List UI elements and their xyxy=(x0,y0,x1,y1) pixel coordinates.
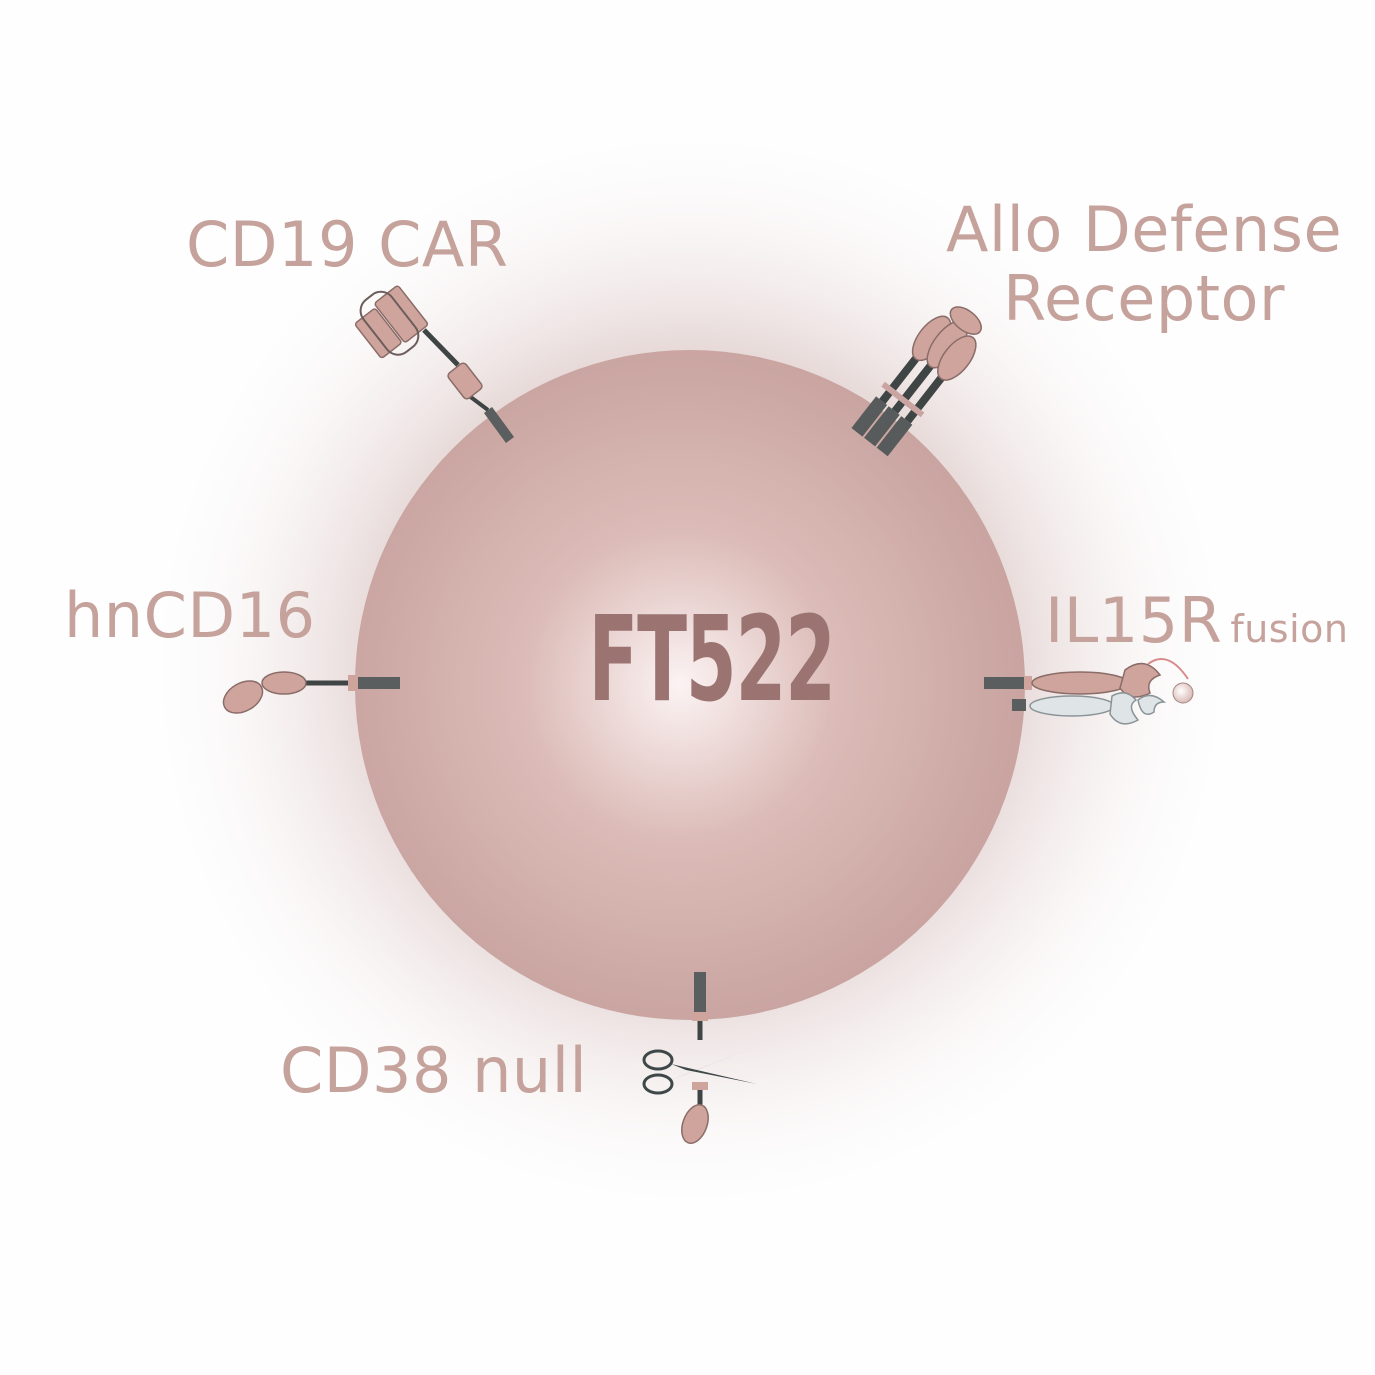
hncd16-label: hnCD16 xyxy=(64,579,316,652)
scissors-icon xyxy=(642,1048,757,1095)
cd19-car-label: CD19 CAR xyxy=(186,208,509,281)
car-receptor-icon xyxy=(354,285,515,443)
allo-defense-label: Allo Defense Receptor xyxy=(946,195,1342,334)
cell-body xyxy=(355,350,1025,1020)
cd38-null-label: CD38 null xyxy=(280,1034,588,1107)
il15r-label-suffix: fusion xyxy=(1230,607,1349,651)
cd16-receptor-icon xyxy=(222,671,400,714)
cd38-knockout-icon xyxy=(681,972,709,1144)
il15r-fusion-icon xyxy=(984,658,1194,725)
il15r-label-main: IL15R xyxy=(1045,584,1223,657)
allo-defense-label-line1: Allo Defense xyxy=(946,193,1343,266)
cell-name: FT522 xyxy=(588,590,836,728)
allo-defense-label-line2: Receptor xyxy=(1003,262,1285,336)
allo-defense-receptor-icon xyxy=(851,306,982,457)
